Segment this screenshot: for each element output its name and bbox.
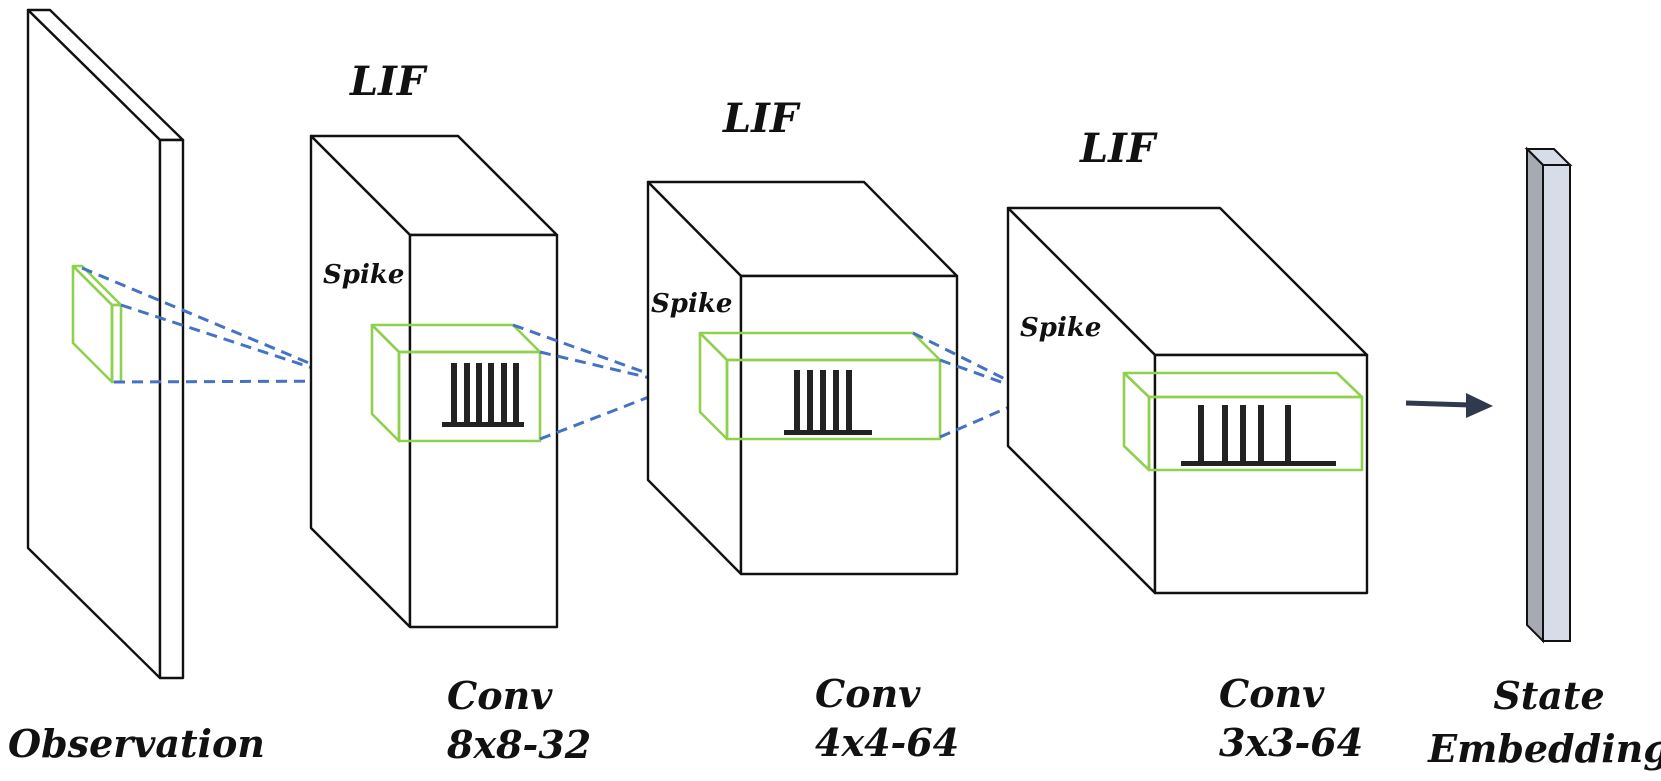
spike-train-icon-2 bbox=[784, 370, 872, 435]
conv-label-1: Conv bbox=[447, 673, 553, 718]
lif-label-1: LIF bbox=[349, 58, 428, 105]
spike-train-icon-1 bbox=[442, 363, 524, 427]
arrow-icon bbox=[1405, 393, 1493, 418]
state-label: State bbox=[1493, 673, 1604, 718]
lif-label-2: LIF bbox=[722, 95, 801, 142]
kernel-label-2: 4x4-64 bbox=[815, 720, 959, 765]
kernel-label-3: 3x3-64 bbox=[1219, 720, 1363, 765]
spike-label-2: Spike bbox=[651, 289, 732, 319]
receptive-field-box-3 bbox=[1122, 371, 1364, 472]
spike-label-1: Spike bbox=[323, 260, 404, 290]
embedding-label: Embedding bbox=[1427, 726, 1661, 771]
conv-block-1 bbox=[309, 134, 559, 629]
conv-block-3 bbox=[1006, 206, 1369, 595]
spike-label-3: Spike bbox=[1020, 313, 1101, 343]
kernel-label-1: 8x8-32 bbox=[446, 722, 591, 767]
observation-label: Observation bbox=[8, 721, 265, 766]
lif-label-3: LIF bbox=[1079, 125, 1158, 172]
conv-label-2: Conv bbox=[815, 671, 921, 716]
observation-plane bbox=[26, 8, 185, 680]
spike-train-icon-3 bbox=[1181, 405, 1336, 466]
state-embedding-bar bbox=[1524, 146, 1573, 644]
conv-label-3: Conv bbox=[1219, 671, 1325, 716]
conv-block-2 bbox=[646, 180, 959, 576]
